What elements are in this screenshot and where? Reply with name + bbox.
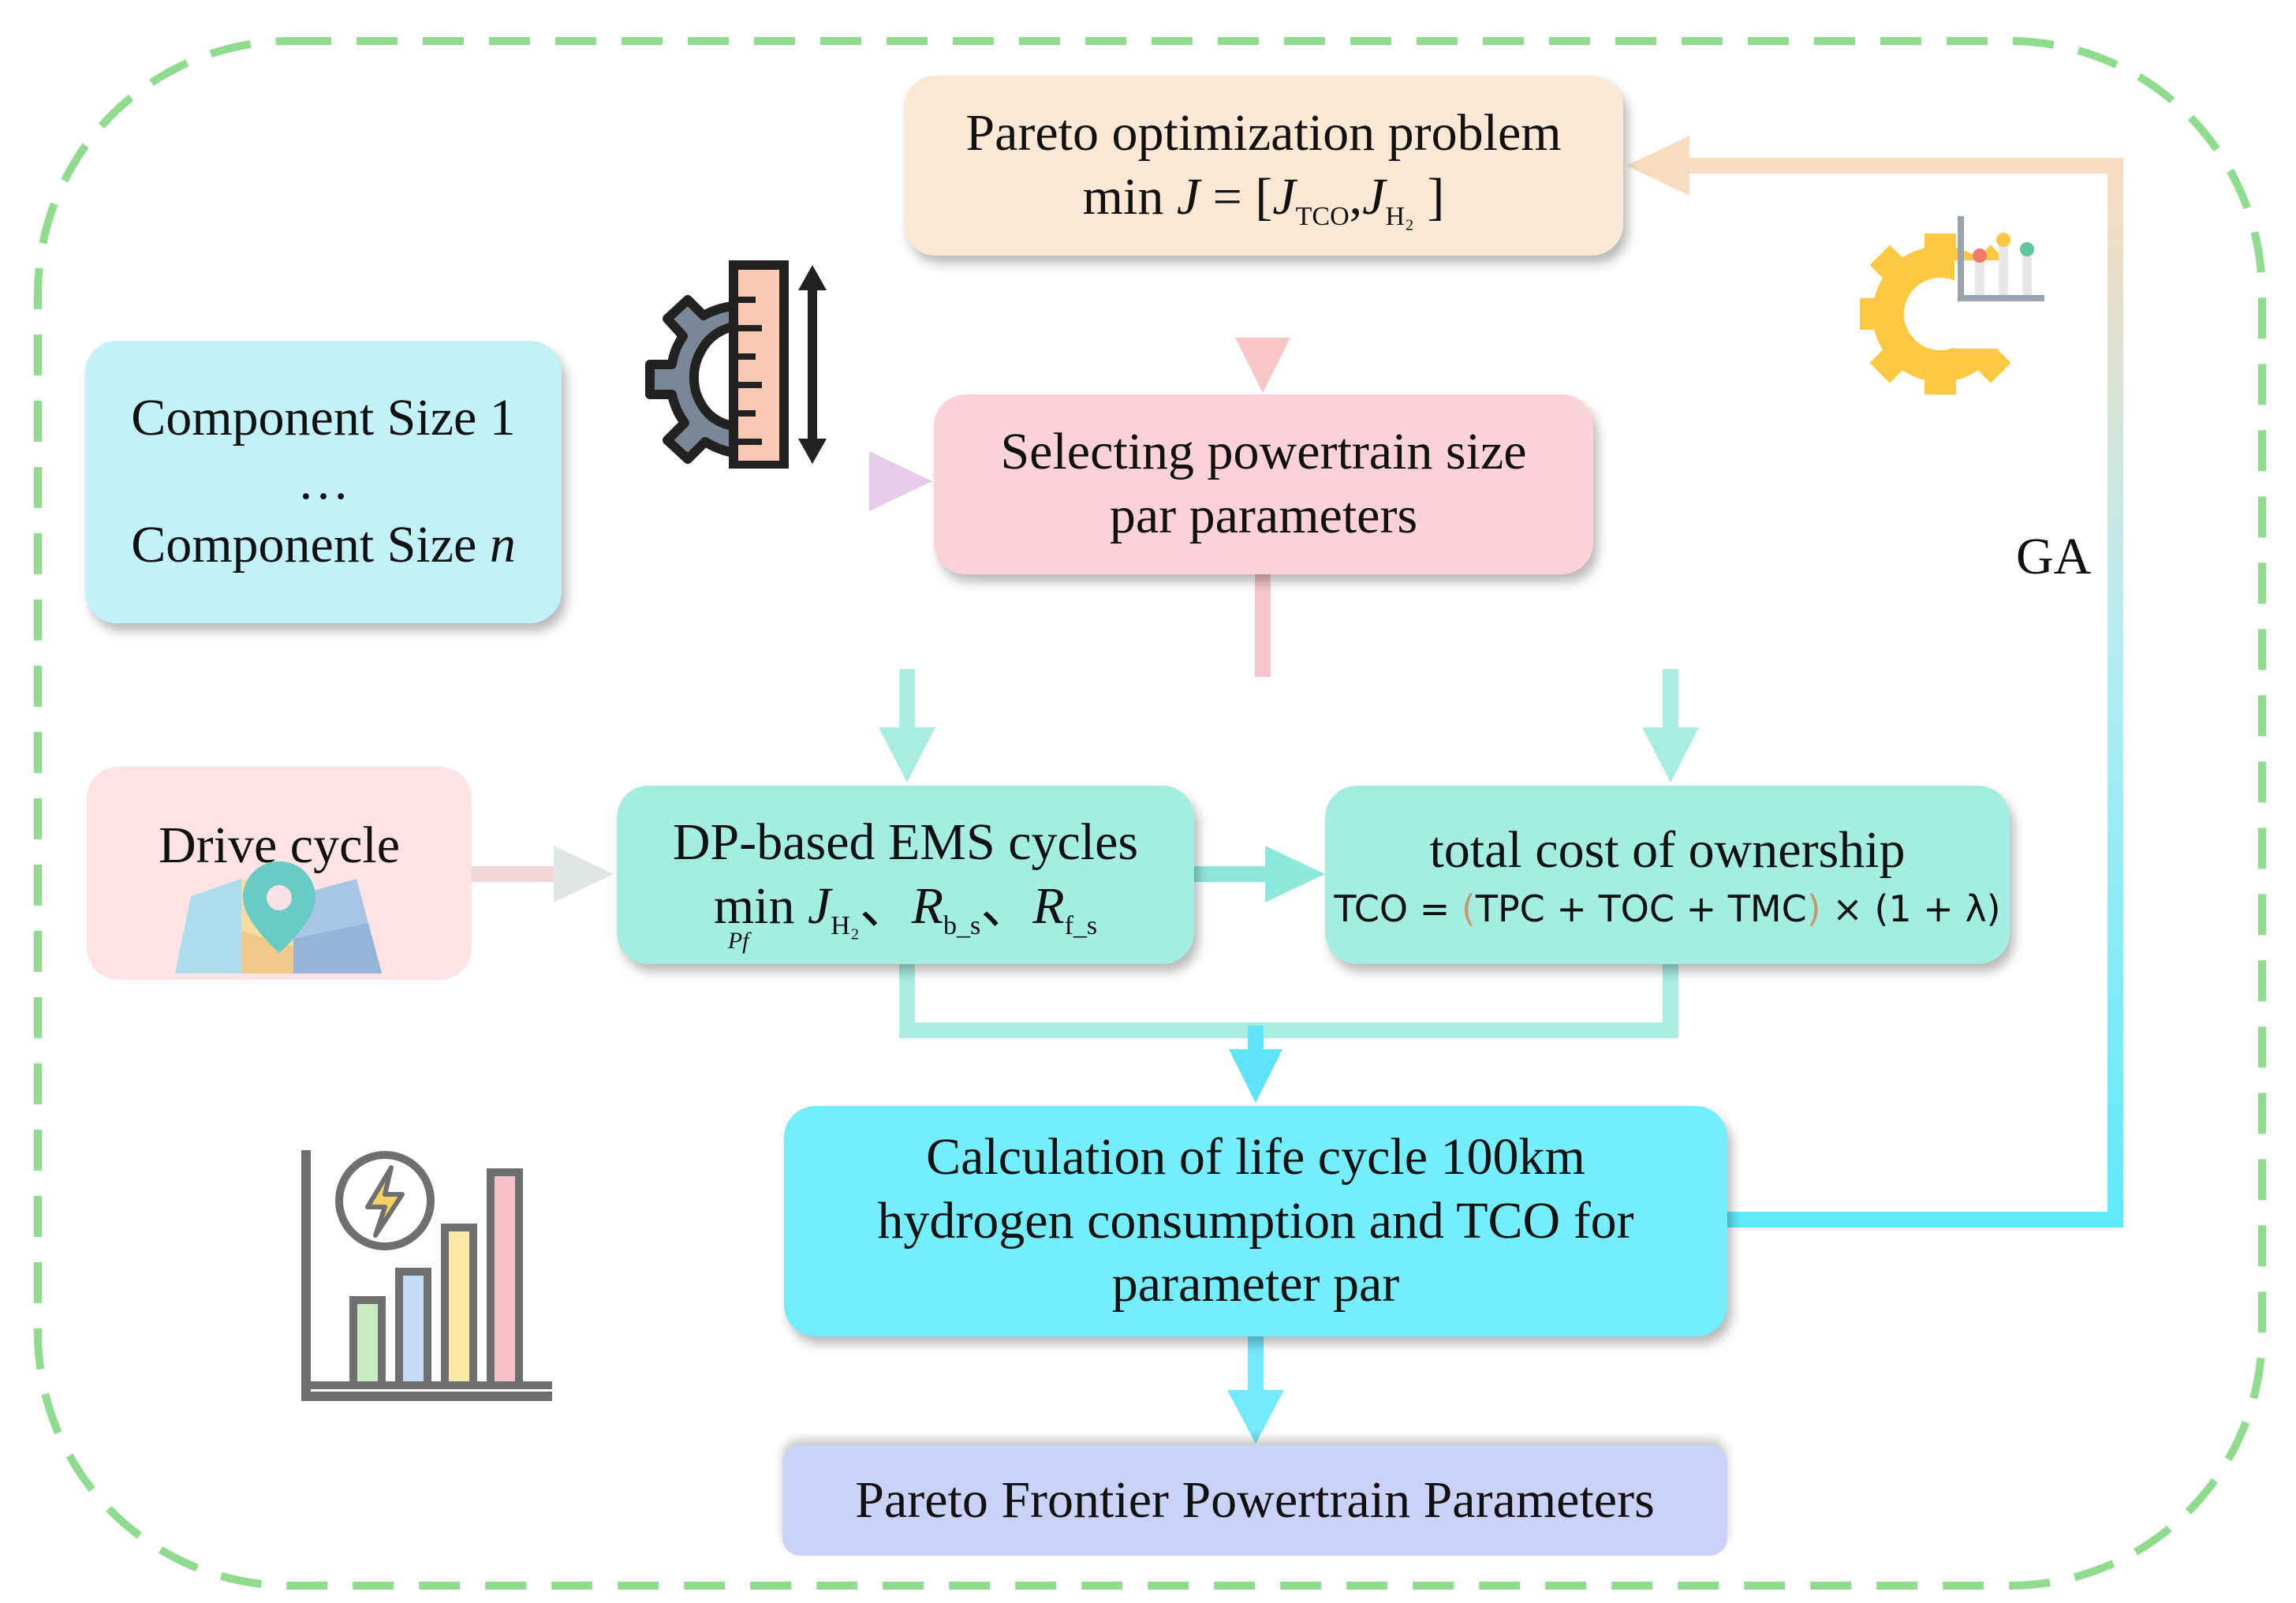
dp-min-sub: Pf — [727, 928, 749, 954]
arrow-to-dp — [879, 727, 935, 783]
tco-eq-left: TCO = — [1334, 887, 1462, 931]
gear-ruler-icon — [645, 260, 827, 469]
formula-j-tco: J — [1272, 168, 1296, 226]
pareto-formula: min J = [JTCO,JH₂ ] — [1082, 166, 1445, 231]
formula-j: J — [1176, 168, 1200, 226]
dp-ems-title: DP-based EMS cycles — [672, 813, 1139, 872]
formula-comma: , — [1349, 168, 1363, 226]
tco-close-paren: ) — [1806, 887, 1821, 931]
calc-line1: Calculation of life cycle 100km — [926, 1128, 1585, 1186]
formula-sub-tco: TCO — [1295, 202, 1350, 231]
tco-open-paren: ( — [1461, 887, 1476, 931]
dp-r2: R — [1032, 877, 1065, 935]
frontier-label: Pareto Frontier Powertrain Parameters — [855, 1470, 1655, 1529]
calc-line3: parameter par — [1111, 1255, 1400, 1313]
dp-sep2: 、 — [980, 877, 1033, 935]
outer-dashed-border — [34, 37, 2266, 1590]
arrow-to-calculation — [1229, 1049, 1282, 1103]
pareto-problem-box: Pareto optimization problem min J = [JTC… — [904, 76, 1623, 256]
formula-min: min — [1082, 168, 1164, 226]
tco-formula: TCO = (TPC + TOC + TMC) × (1 + λ) — [1334, 887, 2000, 931]
selecting-powertrain-box: Selecting powertrain size par parameters — [934, 394, 1593, 574]
gear-chart-icon — [1860, 216, 2044, 394]
component-size-n-prefix: Component Size — [131, 516, 490, 574]
dp-j: J — [808, 877, 831, 935]
formula-eq: = [ — [1212, 168, 1273, 226]
dp-min: min — [713, 877, 795, 935]
selecting-line2: par parameters — [1109, 487, 1418, 544]
energy-bar-chart-icon — [301, 1150, 552, 1401]
formula-j-h2: J — [1362, 168, 1386, 226]
calc-line2: hydrogen consumption and TCO for — [877, 1191, 1634, 1250]
dp-r2-sub: f_s — [1064, 911, 1098, 940]
dp-j-sub: H₂ — [831, 911, 860, 940]
tco-box: total cost of ownership TCO = (TPC + TOC… — [1325, 786, 2010, 964]
tco-title: total cost of ownership — [1429, 820, 1906, 879]
dp-sep1: 、 — [859, 877, 912, 935]
arrow-ga-to-pareto — [1626, 136, 1689, 196]
formula-sub-h2: H₂ — [1385, 202, 1414, 231]
ga-label: GA — [2016, 528, 2092, 585]
tco-eq-right: × (1 + λ) — [1820, 887, 2001, 931]
ga-feedback-loop — [1686, 158, 2123, 1227]
component-size-box: Component Size 1 … Component Size n — [85, 341, 562, 623]
selecting-line1: Selecting powertrain size — [1000, 423, 1527, 481]
component-size-n-var: n — [489, 516, 516, 574]
pareto-frontier-box: Pareto Frontier Powertrain Parameters — [782, 1445, 1727, 1556]
pareto-title: Pareto optimization problem — [965, 104, 1562, 163]
dp-r1-sub: b_s — [943, 911, 981, 940]
formula-close: ] — [1427, 168, 1445, 226]
dp-r1: R — [911, 877, 944, 935]
component-ellipsis: … — [297, 452, 349, 510]
component-size-1: Component Size 1 — [131, 389, 516, 447]
tco-inner: TPC + TOC + TMC — [1475, 887, 1807, 931]
arrow-to-tco — [1642, 727, 1699, 783]
map-pin-icon — [175, 861, 382, 973]
component-size-n: Component Size n — [131, 514, 516, 577]
calculation-box: Calculation of life cycle 100km hydrogen… — [784, 1106, 1727, 1336]
